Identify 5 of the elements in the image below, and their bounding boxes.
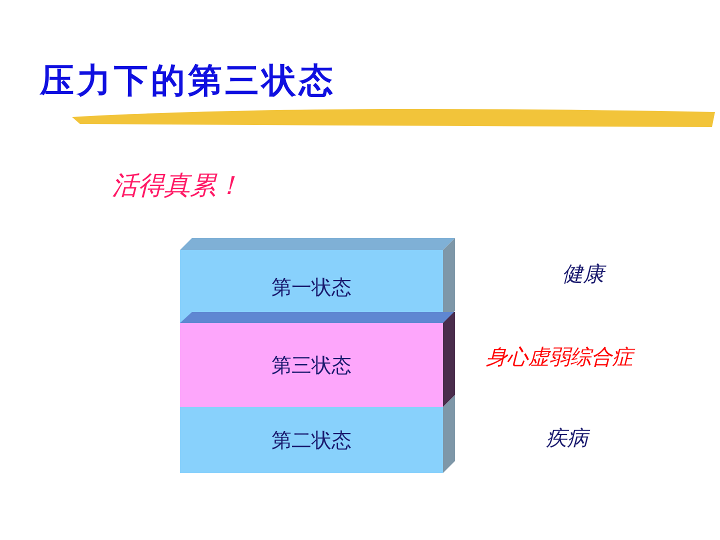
state-label: 疾病 bbox=[546, 424, 588, 452]
state-label: 健康 bbox=[562, 260, 604, 288]
title: 压力下的第三状态 bbox=[40, 60, 336, 103]
state-label: 身心虚弱综合症 bbox=[486, 343, 633, 371]
subtitle: 活得真累！ bbox=[112, 170, 242, 203]
